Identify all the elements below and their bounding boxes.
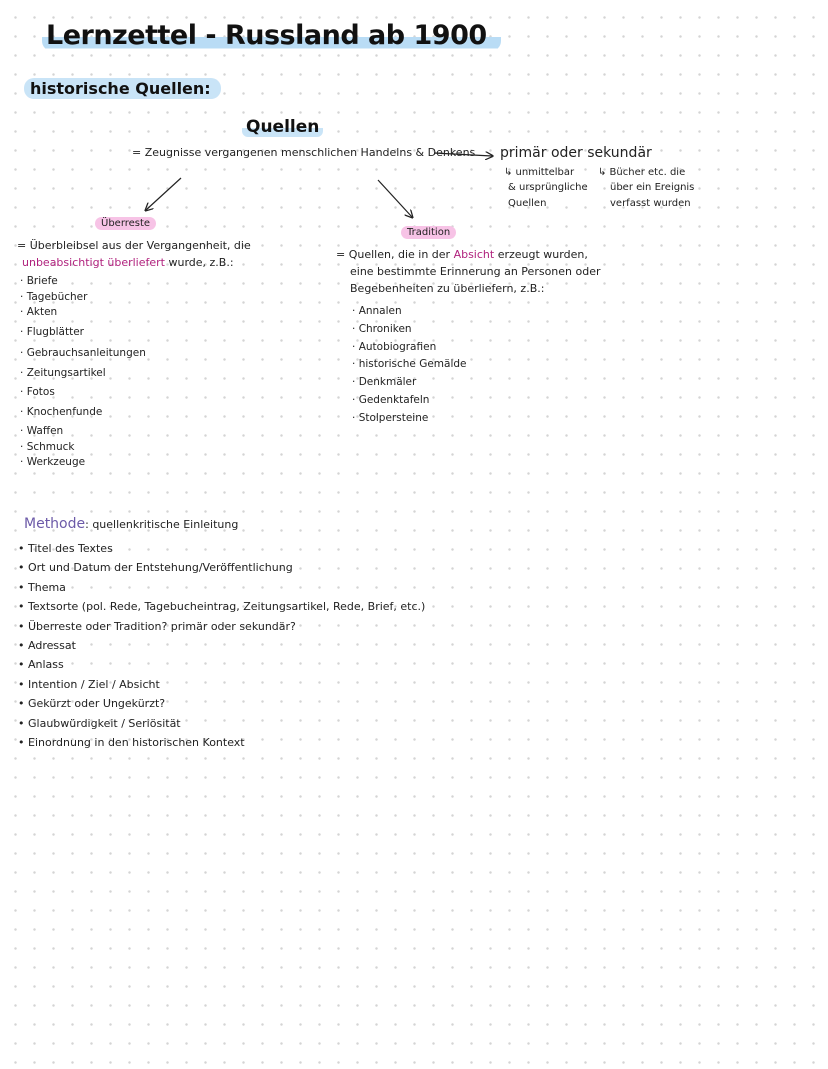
page-title: Lernzettel - Russland ab 1900 — [42, 20, 501, 51]
arrow-to-ueberreste — [146, 177, 182, 210]
ueberreste-definition-rest: wurde, z.B.: — [164, 256, 234, 269]
list-item: · Fotos — [20, 386, 55, 398]
list-item: · Gebrauchsanleitungen — [20, 347, 146, 359]
secondary-note-1: ↳ Bücher etc. die — [598, 167, 686, 178]
ueberreste-definition-2: unbeabsichtigt überliefert wurde, z.B.: — [22, 256, 234, 269]
ueberreste-list: · Briefe · Tagebücher · Akten · Flugblät… — [20, 274, 146, 471]
list-item: · Zeitungsartikel — [20, 366, 106, 379]
ueberreste-highlight: unbeabsichtigt überliefert — [22, 256, 165, 269]
tradition-definition-1: = Quellen, die in der Absicht erzeugt wu… — [336, 248, 588, 261]
list-item: • Einordnung in den historischen Kontext — [18, 736, 245, 750]
list-item: • Intention / Ziel / Absicht — [18, 677, 160, 691]
tradition-list: · Annalen · Chroniken · Autobiografien ·… — [352, 303, 467, 428]
list-item: • Titel des Textes — [18, 542, 113, 555]
list-item: · Annalen — [352, 305, 402, 317]
list-item: • Textsorte (pol. Rede, Tagebucheintrag,… — [18, 600, 426, 614]
tradition-definition-2: eine bestimmte Erinnerung an Personen od… — [350, 265, 601, 278]
tradition-highlight: Absicht — [453, 248, 495, 261]
list-item: • Überreste oder Tradition? primär oder … — [18, 619, 296, 633]
list-item: · Werkzeuge — [20, 456, 86, 468]
primary-note-1: ↳ unmittelbar — [504, 167, 575, 178]
section-heading: historische Quellen: — [24, 78, 221, 99]
list-item: · historische Gemälde — [352, 358, 467, 371]
primary-note-2: & ursprüngliche — [508, 182, 588, 193]
list-item: • Adressat — [18, 639, 76, 653]
list-item: • Ort und Datum der Entstehung/Veröffent… — [18, 561, 293, 575]
list-item: • Glaubwürdigkeit / Seriösität — [18, 716, 181, 730]
list-item: · Flugblätter — [20, 325, 84, 338]
list-item: · Briefe — [20, 275, 58, 287]
source-types: primär oder sekundär — [500, 145, 652, 161]
methode-label: Methode — [24, 516, 86, 532]
list-item: · Tagebücher — [20, 290, 88, 303]
methode-subtitle: : quellenkritische Einleitung — [85, 518, 239, 531]
list-item: · Akten — [20, 306, 58, 318]
quellen-definition: = Zeugnisse vergangenen menschlichen Han… — [132, 146, 476, 159]
arrow-to-types — [433, 153, 492, 156]
list-item: · Chroniken — [352, 322, 412, 335]
list-item: · Schmuck — [20, 440, 75, 453]
tradition-definition-3: Begebenheiten zu überliefern, z.B.: — [350, 282, 545, 295]
list-item: · Stolpersteine — [352, 411, 429, 424]
list-item: · Autobiografien — [352, 340, 437, 353]
arrow-to-tradition — [377, 179, 412, 217]
list-item: · Waffen — [20, 425, 64, 437]
tradition-tag: Tradition — [401, 226, 457, 239]
ueberreste-definition-1: = Überbleibsel aus der Vergangenheit, di… — [17, 239, 251, 252]
ueberreste-tag: Überreste — [95, 217, 157, 230]
quellen-title: Quellen — [242, 117, 324, 137]
list-item: • Thema — [18, 580, 66, 594]
list-item: · Denkmäler — [352, 376, 417, 389]
secondary-note-2: über ein Ereignis — [610, 182, 695, 193]
secondary-note-3: verfasst wurden — [610, 198, 691, 209]
list-item: • Gekürzt oder Ungekürzt? — [18, 697, 166, 711]
methode-heading: Methode: quellenkritische Einleitung — [24, 513, 238, 532]
list-item: • Anlass — [18, 658, 64, 672]
primary-note-3: Quellen — [508, 198, 547, 209]
methode-list: • Titel des Textes • Ort und Datum der E… — [18, 539, 425, 752]
list-item: · Gedenktafeln — [352, 393, 430, 406]
list-item: · Knochenfunde — [20, 405, 103, 418]
